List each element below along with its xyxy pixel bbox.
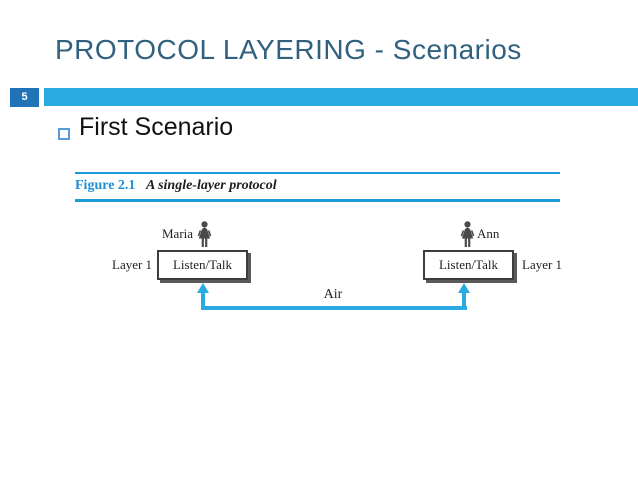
- air-connector-line: [201, 306, 467, 310]
- header-accent-bar: [44, 88, 638, 106]
- right-protocol-box: Listen/Talk: [423, 250, 514, 280]
- up-arrow-icon: [197, 283, 209, 293]
- bullet-text: First Scenario: [79, 113, 234, 141]
- medium-label: Air: [323, 287, 343, 302]
- left-protocol-box: Listen/Talk: [157, 250, 248, 280]
- right-layer-label: Layer 1: [522, 257, 563, 272]
- figure-label: Figure 2.1: [75, 178, 136, 193]
- air-connector-left-stem: [201, 292, 205, 310]
- female-person-icon: [197, 221, 212, 247]
- figure-caption: A single-layer protocol: [146, 178, 277, 193]
- figure-top-rule: [75, 172, 560, 174]
- figure-bottom-rule: [75, 199, 560, 202]
- left-layer-label: Layer 1: [112, 257, 153, 272]
- left-person-label: Maria: [162, 226, 194, 241]
- hollow-square-bullet-icon: [58, 128, 70, 140]
- air-connector-right-stem: [462, 292, 466, 310]
- slide-number-badge: 5: [10, 88, 39, 107]
- female-person-icon: [460, 221, 475, 247]
- slide-title: PROTOCOL LAYERING - Scenarios: [55, 34, 522, 65]
- up-arrow-icon: [458, 283, 470, 293]
- right-person-label: Ann: [477, 226, 500, 241]
